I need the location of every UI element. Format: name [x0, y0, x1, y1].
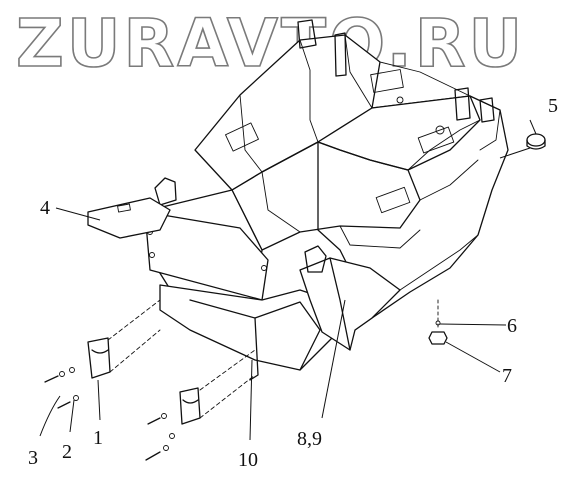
watermark-text: ZURAVTO.RU	[16, 5, 525, 82]
frame-assembly	[144, 19, 509, 381]
callout-7: 7	[502, 365, 512, 387]
leader-lines	[39, 119, 537, 441]
part-7-nut	[428, 299, 448, 345]
fastener-set	[44, 367, 175, 461]
part-5-cap	[526, 133, 546, 150]
part-1-bracket-clamp	[87, 337, 201, 425]
callout-3: 3	[28, 447, 38, 469]
callout-1: 1	[93, 427, 103, 449]
callout-labels: 4 5 6 7 8,9 10 1 2 3	[28, 95, 558, 471]
assembly-guide-lines	[107, 299, 256, 419]
part-4-plate	[87, 197, 171, 239]
callout-10: 10	[238, 449, 258, 471]
callout-5: 5	[548, 95, 558, 117]
callout-6: 6	[507, 315, 517, 337]
callout-2: 2	[62, 441, 72, 463]
callout-8-9: 8,9	[297, 428, 322, 450]
callout-4: 4	[40, 197, 50, 219]
